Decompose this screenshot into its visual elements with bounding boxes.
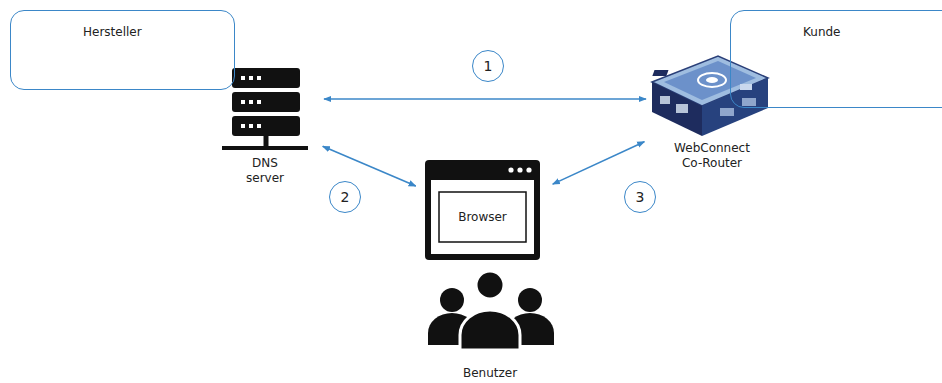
browser-window bbox=[425, 160, 540, 260]
callout-number: 1 bbox=[472, 50, 504, 82]
user-label: Benutzer bbox=[440, 366, 540, 382]
connector-arrow bbox=[553, 142, 645, 184]
node-text: Hersteller bbox=[83, 25, 142, 40]
users-icon bbox=[428, 271, 554, 350]
server-node: DNS server bbox=[222, 64, 308, 190]
router-illustration bbox=[652, 56, 768, 136]
node-text: Browser bbox=[439, 192, 526, 242]
node-text: DNS server bbox=[222, 156, 308, 186]
region-box: Hersteller bbox=[10, 10, 235, 90]
browser-node: Browser bbox=[425, 160, 540, 260]
callout-number: 3 bbox=[624, 181, 656, 213]
server-icon bbox=[222, 68, 308, 148]
callout-number: 2 bbox=[329, 181, 361, 213]
router-node: WebConnect Co-Router bbox=[648, 50, 776, 170]
region-box: Kunde bbox=[730, 10, 942, 108]
connector-arrow bbox=[324, 98, 646, 100]
node-text: Kunde bbox=[803, 25, 840, 40]
connector-arrow bbox=[323, 146, 416, 186]
node-text: WebConnect Co-Router bbox=[648, 141, 776, 171]
